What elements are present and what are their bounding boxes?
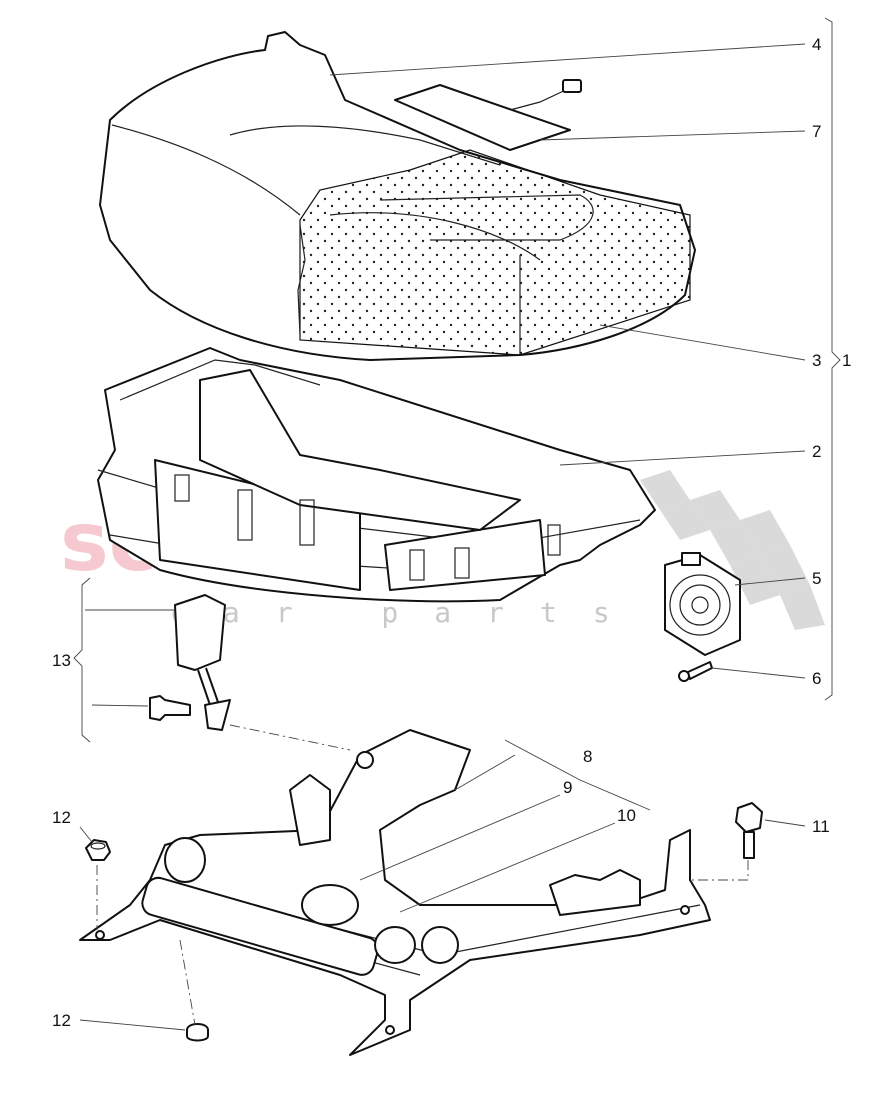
callout-12-lower: 12	[52, 1011, 71, 1030]
seat-cushion	[99, 31, 696, 361]
callout-6: 6	[812, 669, 821, 688]
leader-lines	[79, 43, 806, 1031]
watermark-sub-text: car parts	[170, 596, 646, 629]
group-bracket-1	[824, 17, 841, 701]
nut-12-upper	[85, 839, 111, 861]
callout-1: 1	[842, 351, 851, 370]
callout-9: 9	[563, 778, 572, 797]
seat-frame	[97, 347, 656, 603]
callout-3: 3	[812, 351, 821, 370]
group-bracket-13	[73, 577, 91, 743]
callout-2: 2	[812, 442, 821, 461]
group-bracket-8	[504, 739, 651, 811]
alignment-lines	[96, 724, 749, 1026]
callout-4: 4	[812, 35, 821, 54]
nut-12-lower	[186, 1023, 209, 1042]
callout-12-upper: 12	[52, 808, 71, 827]
callout-10: 10	[617, 806, 636, 825]
callout-5: 5	[812, 569, 821, 588]
checkered-flag-icon	[640, 470, 825, 630]
heating-mat	[394, 79, 582, 151]
screw-6	[678, 661, 713, 682]
callout-11: 11	[812, 817, 830, 836]
ventilation-fan	[664, 552, 741, 656]
callout-13: 13	[52, 651, 71, 670]
callout-7: 7	[812, 122, 821, 141]
belt-buckle	[149, 594, 231, 731]
callout-labels: 4 7 3 1 2 5 6 13 8 9 10 11 12 12	[52, 35, 851, 1030]
seat-adjuster-base	[79, 729, 711, 1056]
callout-8: 8	[583, 747, 592, 766]
bolt-11	[735, 802, 763, 859]
